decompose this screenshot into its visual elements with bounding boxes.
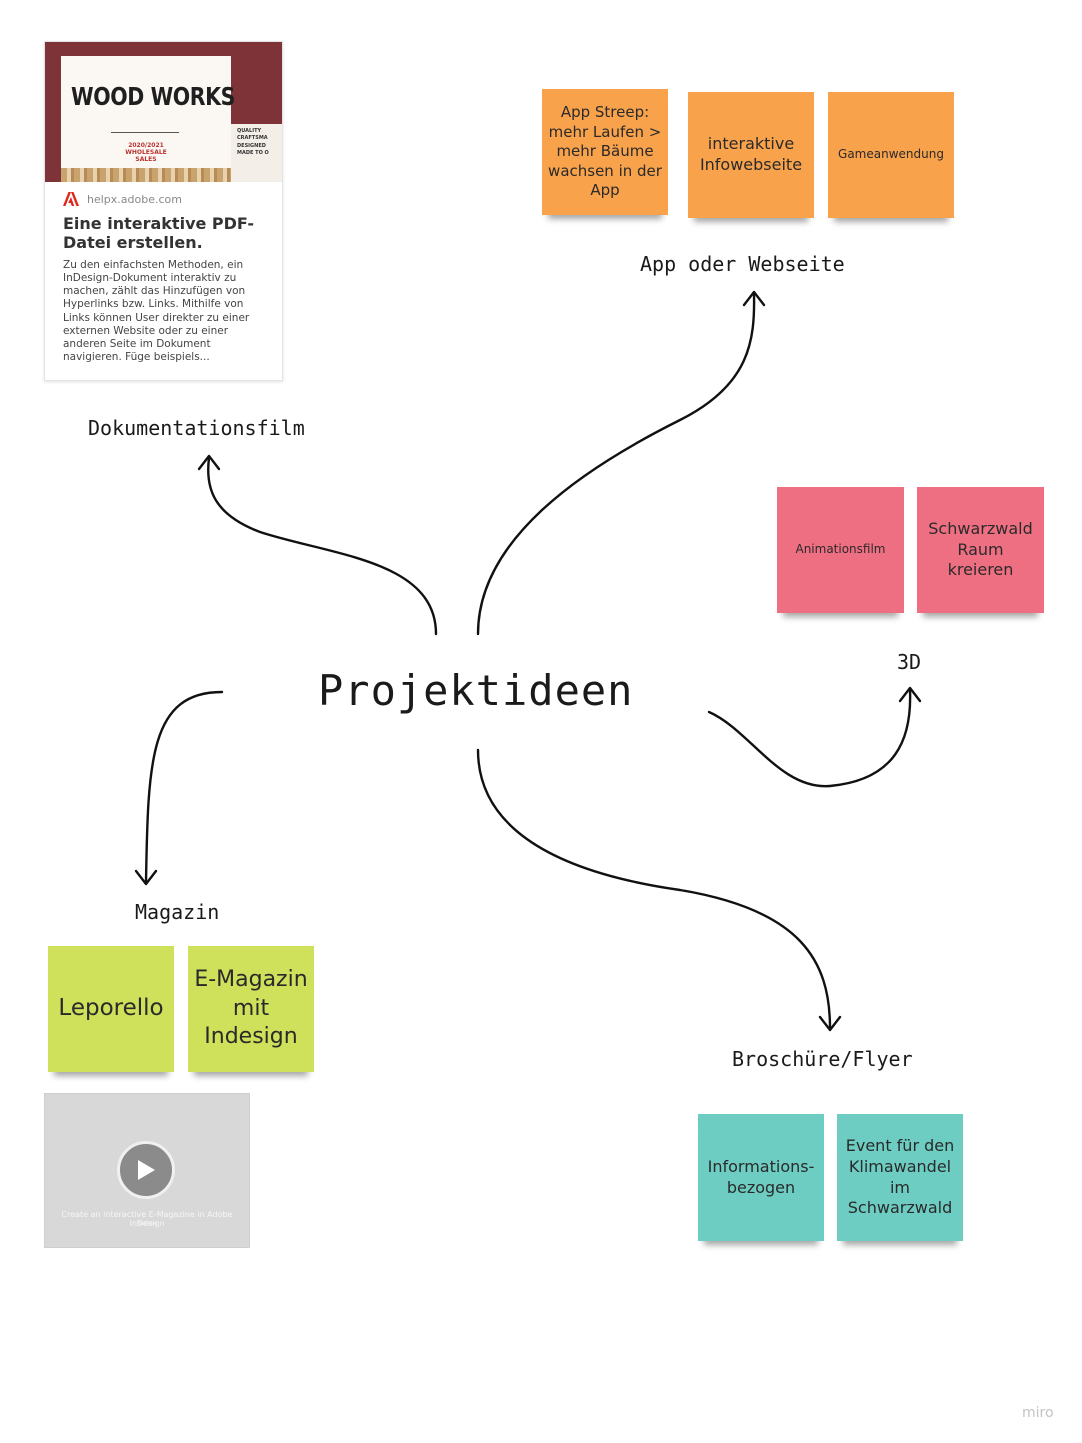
- arrowhead-dokumentationsfilm: [197, 454, 221, 471]
- arrowhead-app-webseite: [742, 290, 766, 307]
- arrow-to-magazin: [144, 690, 224, 884]
- video-source: YouTube: [136, 1221, 158, 1227]
- branch-label-dokumentationsfilm[interactable]: Dokumentationsfilm: [88, 416, 305, 440]
- poster-secondary: QUALITY CRAFTSMA DESIGNED MADE TO O: [231, 124, 282, 182]
- center-topic[interactable]: Projektideen: [318, 666, 634, 715]
- arrow-to-dokumentationsfilm: [207, 456, 438, 636]
- link-description: Zu den einfachsten Methoden, ein InDesig…: [63, 259, 250, 363]
- arrowhead-magazin: [134, 869, 158, 886]
- sticky-informationsbezogen[interactable]: Informations-bezogen: [698, 1114, 824, 1241]
- poster-title: WOOD WORKS: [71, 82, 235, 111]
- link-source-row: helpx.adobe.com: [63, 192, 182, 206]
- video-embed-card[interactable]: Create an interactive E-Magazine in Adob…: [44, 1093, 250, 1248]
- sticky-schwarzwald-raum[interactable]: Schwarzwald Raum kreieren: [917, 487, 1044, 613]
- arrowhead-broschuere: [818, 1015, 842, 1032]
- adobe-icon: [63, 192, 79, 206]
- arrow-to-broschuere: [476, 748, 832, 1030]
- branch-label-app-webseite[interactable]: App oder Webseite: [640, 252, 845, 276]
- branch-label-magazin[interactable]: Magazin: [135, 900, 220, 924]
- branch-label-broschuere[interactable]: Broschüre/Flyer: [732, 1047, 913, 1071]
- poster-main: WOOD WORKS 2020/2021 WHOLESALE SALES: [61, 56, 235, 182]
- sticky-leporello[interactable]: Leporello: [48, 946, 174, 1072]
- sticky-app-streep[interactable]: App Streep: mehr Laufen > mehr Bäume wac…: [542, 89, 668, 215]
- poster-secondary-text: QUALITY CRAFTSMA DESIGNED MADE TO O: [237, 128, 269, 156]
- branch-label-3d[interactable]: 3D: [897, 650, 922, 674]
- poster-subtitle: 2020/2021 WHOLESALE SALES: [125, 142, 167, 164]
- sticky-animationsfilm[interactable]: Animationsfilm: [777, 487, 904, 613]
- sticky-interaktive-infowebseite[interactable]: interaktive Infowebseite: [688, 92, 814, 218]
- sticky-event-klimawandel[interactable]: Event für den Klimawandel im Schwarzwald: [837, 1114, 963, 1241]
- video-title: Create an interactive E-Magazine in Adob…: [61, 1210, 233, 1228]
- play-icon: [138, 1160, 155, 1180]
- arrow-to-3d: [707, 688, 912, 788]
- link-preview-image: WOOD WORKS 2020/2021 WHOLESALE SALES QUA…: [45, 42, 282, 182]
- play-button[interactable]: [117, 1141, 175, 1199]
- poster-wood-strip: [61, 168, 231, 182]
- miro-watermark: miro: [1022, 1405, 1054, 1421]
- sticky-e-magazin[interactable]: E-Magazin mit Indesign: [188, 946, 314, 1072]
- sticky-gameanwendung[interactable]: Gameanwendung: [828, 92, 954, 218]
- link-title[interactable]: Eine interaktive PDF-Datei erstellen.: [63, 214, 254, 253]
- arrowhead-3d: [898, 686, 922, 703]
- link-preview-card[interactable]: WOOD WORKS 2020/2021 WHOLESALE SALES QUA…: [44, 41, 283, 381]
- poster-divider: [111, 132, 179, 133]
- link-domain: helpx.adobe.com: [87, 192, 182, 206]
- arrow-to-app-webseite: [476, 292, 756, 636]
